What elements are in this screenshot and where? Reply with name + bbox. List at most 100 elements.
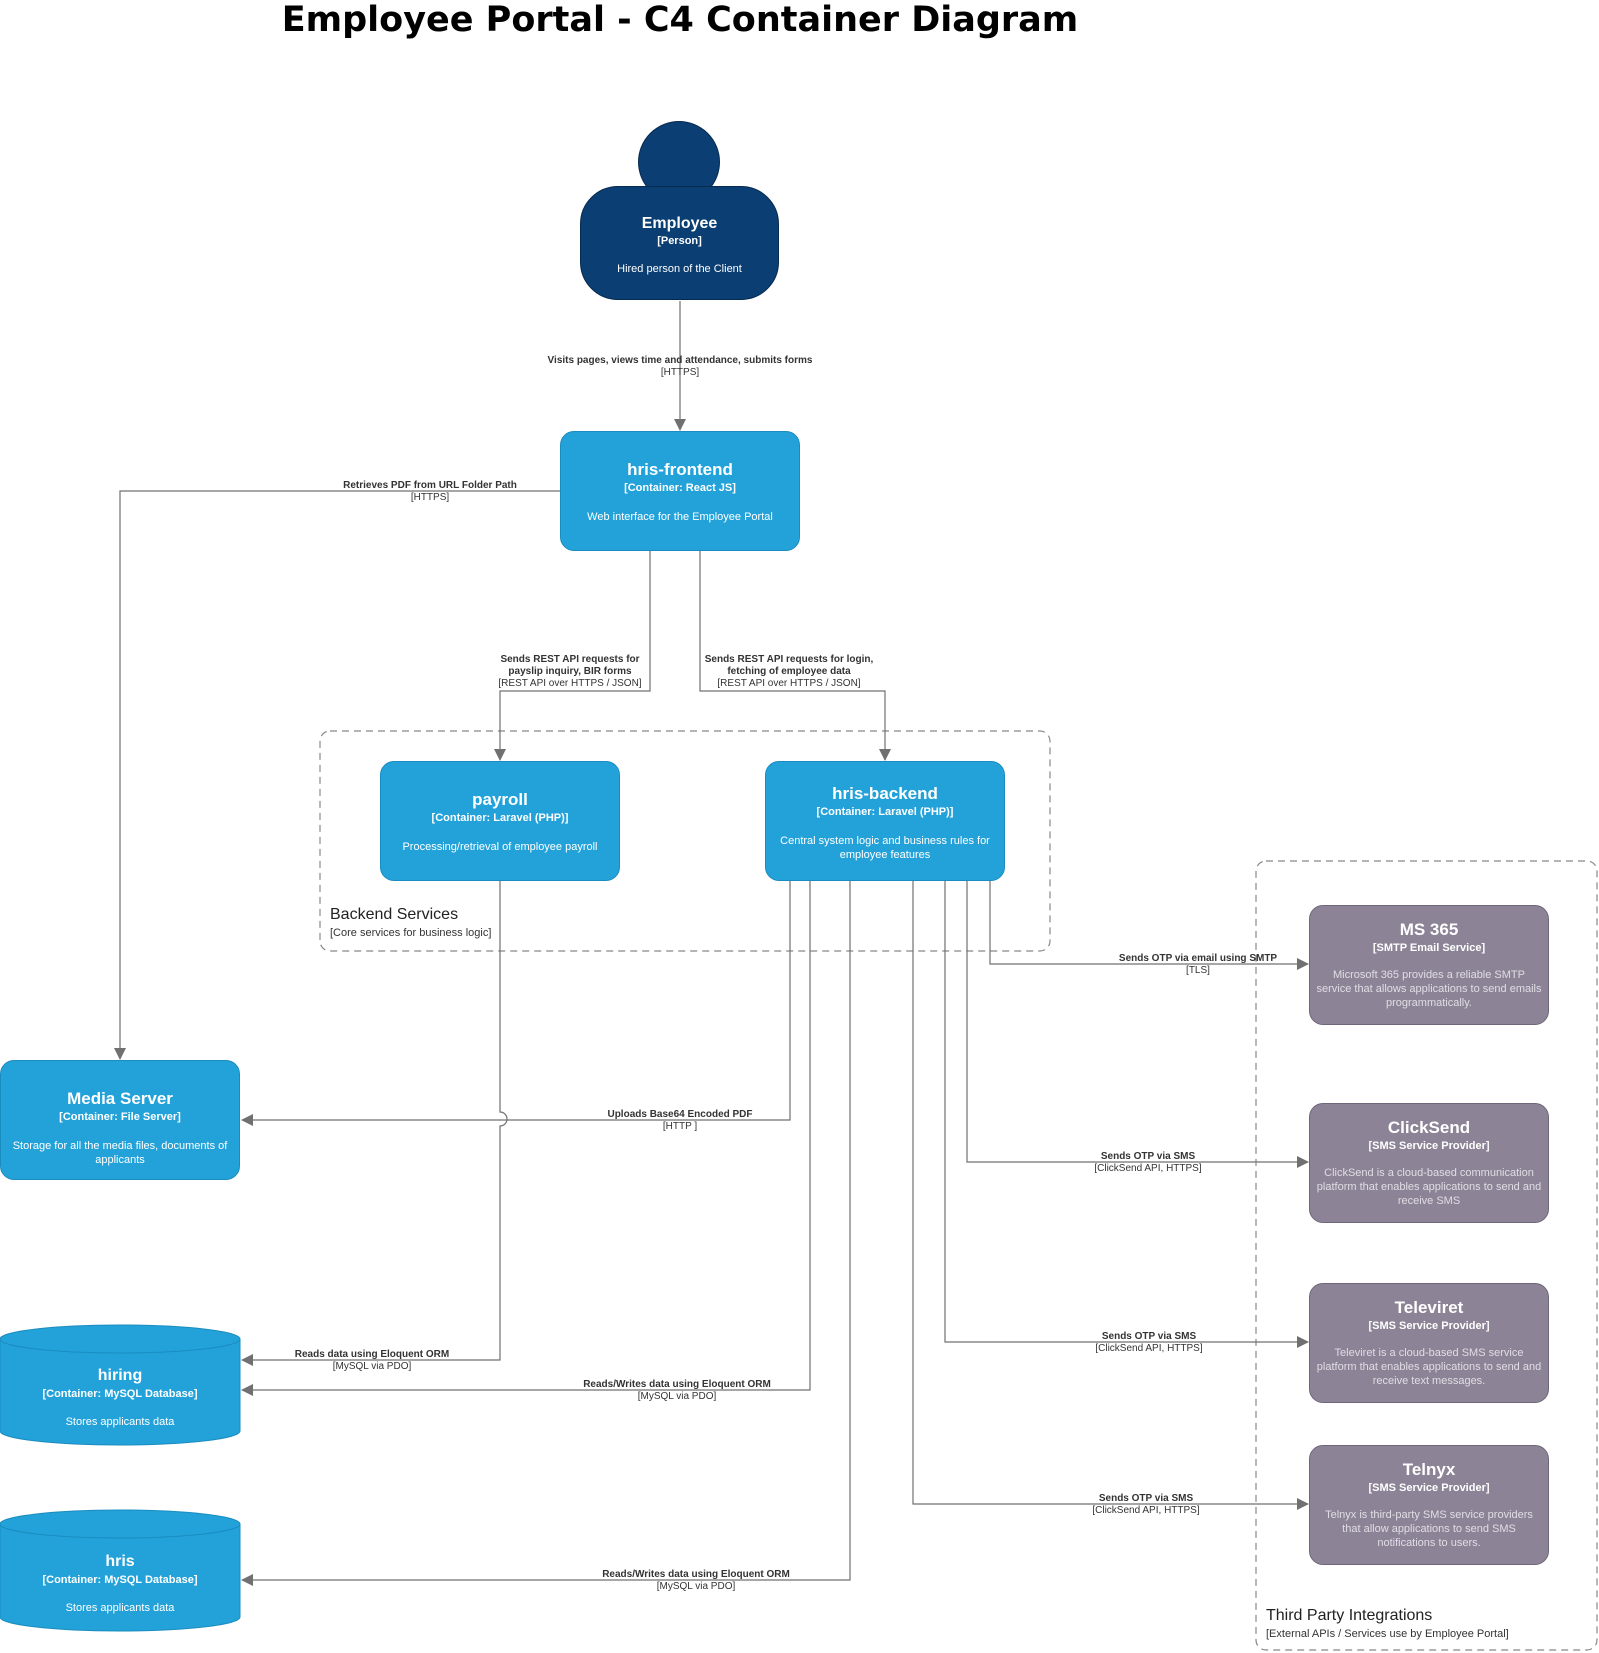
relation-sms-telnyx-tech: [ClickSend API, HTTPS] (1092, 1505, 1200, 1516)
relation-reads-hiring-tech: [MySQL via PDO] (332, 1361, 412, 1372)
employee-type: [Person] (657, 235, 702, 247)
third-party-boundary-sub: [External APIs / Services use by Employe… (1266, 1628, 1509, 1640)
relation-sms-clicksend-text: Sends OTP via SMS (1100, 1151, 1196, 1162)
relation-email-text: Sends OTP via email using SMTP (1118, 953, 1278, 964)
arrow-backend-media (241, 881, 791, 1126)
relation-payslip-tech: [REST API over HTTPS / JSON] (498, 678, 642, 689)
arrow-frontend-media (114, 490, 560, 1060)
hiring-type: [Container: MySQL Database] (42, 1388, 198, 1400)
hiring-database[interactable]: hiring [Container: MySQL Database] Store… (0, 1367, 240, 1428)
relation-login-text2: fetching of employee data (727, 666, 851, 677)
backend-boundary-title: Backend Services (330, 906, 459, 923)
relation-rw-hiring-tech: [MySQL via PDO] (637, 1391, 717, 1402)
payroll-name: payroll (472, 790, 528, 809)
relation-rw-hiring-text: Reads/Writes data using Eloquent ORM (583, 1379, 771, 1390)
telnyx-type: [SMS Service Provider] (1368, 1482, 1490, 1494)
media-name: Media Server (67, 1089, 173, 1108)
backend-desc: Central system logic and business rules … (780, 835, 990, 861)
relation-email-label: Sends OTP via email using SMTP [TLS] (1119, 953, 1277, 977)
relation-payslip-label: Sends REST API requests for payslip inqu… (498, 654, 641, 690)
relation-pdf-tech: [HTTPS] (410, 492, 450, 503)
televiret-desc: Televiret is a cloud-based SMS service p… (1316, 1347, 1542, 1387)
relation-sms-televiret-tech: [ClickSend API, HTTPS] (1095, 1343, 1203, 1354)
backend-type: [Container: Laravel (PHP)] (816, 806, 954, 818)
clicksend-system[interactable]: ClickSend [SMS Service Provider] ClickSe… (1309, 1103, 1549, 1223)
relation-sms-telnyx-text: Sends OTP via SMS (1098, 1493, 1194, 1504)
relation-upload-text: Uploads Base64 Encoded PDF (607, 1109, 753, 1120)
employee-desc: Hired person of the Client (617, 263, 742, 275)
relation-sms-clicksend-label: Sends OTP via SMS [ClickSend API, HTTPS] (1094, 1151, 1201, 1175)
payroll-type: [Container: Laravel (PHP)] (431, 812, 569, 824)
hris-type: [Container: MySQL Database] (42, 1574, 198, 1586)
media-desc: Storage for all the media files, documen… (12, 1140, 228, 1166)
clicksend-desc: ClickSend is a cloud-based communication… (1316, 1167, 1542, 1207)
hris-name: hris (105, 1553, 135, 1570)
arrow-frontend-payroll (494, 551, 651, 761)
relation-visits-text: Visits pages, views time and attendance,… (547, 355, 813, 366)
backend-boundary-sub: [Core services for business logic] (330, 927, 492, 939)
diagram-title: Employee Portal - C4 Container Diagram (281, 0, 1079, 40)
relation-rw-hiring-label: Reads/Writes data using Eloquent ORM [My… (583, 1379, 771, 1403)
arrow-backend-clicksend (966, 881, 1309, 1168)
arrow-backend-ms365 (989, 881, 1309, 970)
hiring-db-shape (0, 1324, 241, 1446)
televiret-system[interactable]: Televiret [SMS Service Provider] Televir… (1309, 1283, 1549, 1403)
relation-payslip-text1: Sends REST API requests for (500, 654, 640, 665)
arrow-backend-hris (241, 881, 851, 1586)
relation-sms-clicksend-tech: [ClickSend API, HTTPS] (1094, 1163, 1202, 1174)
relation-reads-hiring-text: Reads data using Eloquent ORM (294, 1349, 450, 1360)
relation-login-tech: [REST API over HTTPS / JSON] (717, 678, 861, 689)
frontend-type: [Container: React JS] (624, 482, 736, 494)
payroll-desc: Processing/retrieval of employee payroll (402, 841, 598, 853)
employee-name: Employee (641, 215, 718, 232)
clicksend-type: [SMS Service Provider] (1368, 1140, 1490, 1152)
frontend-desc: Web interface for the Employee Portal (587, 511, 773, 523)
third-party-boundary (1255, 860, 1598, 1651)
televiret-type: [SMS Service Provider] (1368, 1320, 1490, 1332)
relation-rw-hris-text: Reads/Writes data using Eloquent ORM (602, 1569, 790, 1580)
relation-upload-label: Uploads Base64 Encoded PDF [HTTP ] (607, 1109, 752, 1133)
relation-upload-tech: [HTTP ] (662, 1121, 698, 1132)
backend-container[interactable]: hris-backend [Container: Laravel (PHP)] … (765, 761, 1005, 881)
ms365-type: [SMTP Email Service] (1372, 942, 1486, 954)
arrow-backend-hiring (241, 881, 811, 1396)
relation-payslip-text2: payslip inquiry, BIR forms (508, 666, 632, 677)
telnyx-system[interactable]: Telnyx [SMS Service Provider] Telnyx is … (1309, 1445, 1549, 1565)
person-body: Employee [Person] Hired person of the Cl… (580, 186, 779, 300)
relation-reads-hiring-label: Reads data using Eloquent ORM [MySQL via… (295, 1349, 449, 1373)
ms365-desc: Microsoft 365 provides a reliable SMTP s… (1316, 969, 1542, 1009)
arrow-backend-telnyx (912, 881, 1309, 1510)
hris-db-shape (0, 1509, 241, 1632)
relation-rw-hris-tech: [MySQL via PDO] (656, 1581, 736, 1592)
clicksend-name: ClickSend (1387, 1118, 1471, 1137)
relation-sms-televiret-text: Sends OTP via SMS (1101, 1331, 1197, 1342)
frontend-container[interactable]: hris-frontend [Container: React JS] Web … (560, 431, 800, 551)
relation-pdf-text: Retrieves PDF from URL Folder Path (343, 480, 517, 491)
telnyx-desc: Telnyx is third-party SMS service provid… (1325, 1509, 1533, 1549)
ms365-name: MS 365 (1399, 920, 1459, 939)
relation-email-tech: [TLS] (1186, 965, 1210, 976)
relation-pdf-label: Retrieves PDF from URL Folder Path [HTTP… (343, 480, 517, 504)
employee-person[interactable]: Employee [Person] Hired person of the Cl… (580, 121, 779, 301)
hiring-name: hiring (97, 1367, 143, 1384)
hris-database[interactable]: hris [Container: MySQL Database] Stores … (0, 1553, 240, 1614)
third-party-boundary-title: Third Party Integrations (1266, 1607, 1433, 1624)
televiret-name: Televiret (1394, 1298, 1464, 1317)
relation-sms-televiret-label: Sends OTP via SMS [ClickSend API, HTTPS] (1095, 1331, 1202, 1355)
relation-sms-telnyx-label: Sends OTP via SMS [ClickSend API, HTTPS] (1092, 1493, 1199, 1517)
hris-desc: Stores applicants data (65, 1602, 175, 1614)
relation-rw-hris-label: Reads/Writes data using Eloquent ORM [My… (602, 1569, 790, 1593)
relation-login-text1: Sends REST API requests for login, (704, 654, 874, 665)
frontend-name: hris-frontend (627, 460, 733, 479)
backend-services-boundary (319, 730, 1051, 952)
relation-visits-tech: [HTTPS] (660, 367, 700, 378)
arrow-backend-televiret (944, 881, 1309, 1348)
telnyx-name: Telnyx (1402, 1460, 1456, 1479)
media-type: [Container: File Server] (59, 1111, 181, 1123)
relation-visits-label: Visits pages, views time and attendance,… (548, 355, 813, 379)
payroll-container[interactable]: payroll [Container: Laravel (PHP)] Proce… (380, 761, 620, 881)
arrow-frontend-backend (699, 551, 891, 761)
ms365-system[interactable]: MS 365 [SMTP Email Service] Microsoft 36… (1309, 905, 1549, 1025)
media-server-container[interactable]: Media Server [Container: File Server] St… (0, 1060, 240, 1180)
